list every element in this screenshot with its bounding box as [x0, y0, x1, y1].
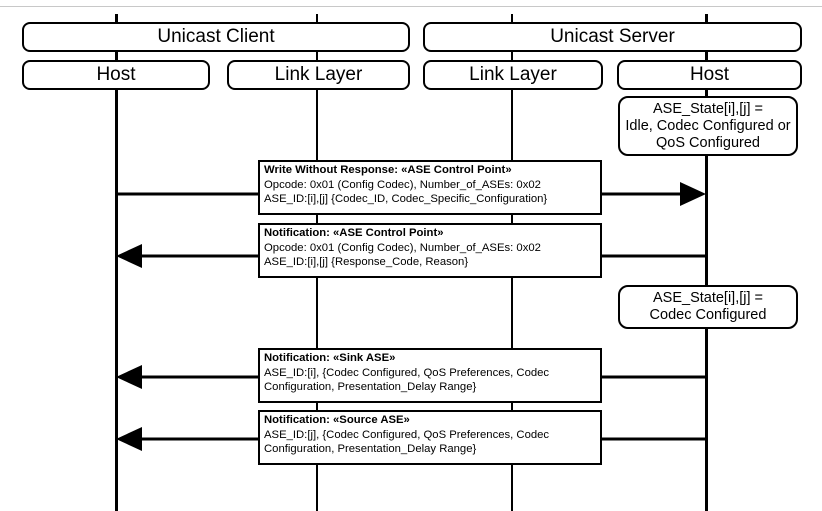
message-box-write-ase-control-point: Write Without Response: «ASE Control Poi…: [258, 160, 602, 215]
message-box-notification-sink-ase: Notification: «Sink ASE» ASE_ID:[i], {Co…: [258, 348, 602, 403]
message-title: Notification: «Sink ASE»: [264, 352, 396, 364]
client-link-layer-header: Link Layer: [227, 60, 410, 90]
message-box-notification-ase-control-point: Notification: «ASE Control Point» Opcode…: [258, 223, 602, 278]
message-line: ASE_ID:[j], {Codec Configured, QoS Prefe…: [264, 428, 550, 441]
state-line: QoS Configured: [656, 134, 760, 151]
unicast-client-header: Unicast Client: [22, 22, 410, 52]
state-line: ASE_State[i],[j] =: [652, 290, 764, 306]
unicast-server-header: Unicast Server: [423, 22, 802, 52]
client-host-lifeline: [115, 14, 118, 511]
message-title: Notification: «ASE Control Point»: [264, 227, 444, 239]
message-title: Notification: «Source ASE»: [264, 414, 410, 426]
state-line: ASE_State[i],[j] =: [652, 100, 764, 117]
message-line: Configuration, Presentation_Delay Range}: [264, 381, 477, 393]
server-link-layer-header: Link Layer: [423, 60, 603, 90]
message-line: Configuration, Presentation_Delay Range}: [264, 443, 477, 455]
ase-state-box-initial: ASE_State[i],[j] = Idle, Codec Configure…: [618, 96, 798, 156]
state-line: Idle, Codec Configured or: [625, 117, 791, 134]
message-box-notification-source-ase: Notification: «Source ASE» ASE_ID:[j], {…: [258, 410, 602, 465]
client-host-header: Host: [22, 60, 210, 90]
server-host-lifeline: [705, 14, 708, 511]
ase-state-box-codec-configured: ASE_State[i],[j] = Codec Configured: [618, 285, 798, 329]
state-line: Codec Configured: [649, 307, 767, 323]
message-line: Opcode: 0x01 (Config Codec), Number_of_A…: [264, 178, 541, 191]
top-divider: [0, 6, 822, 7]
message-line: Opcode: 0x01 (Config Codec), Number_of_A…: [264, 241, 541, 254]
message-line: ASE_ID:[i],[j] {Response_Code, Reason}: [264, 256, 469, 268]
message-line: ASE_ID:[i], {Codec Configured, QoS Prefe…: [264, 366, 550, 379]
message-line: ASE_ID:[i],[j] {Codec_ID, Codec_Specific…: [264, 193, 548, 205]
message-title: Write Without Response: «ASE Control Poi…: [264, 164, 512, 176]
server-host-header: Host: [617, 60, 802, 90]
